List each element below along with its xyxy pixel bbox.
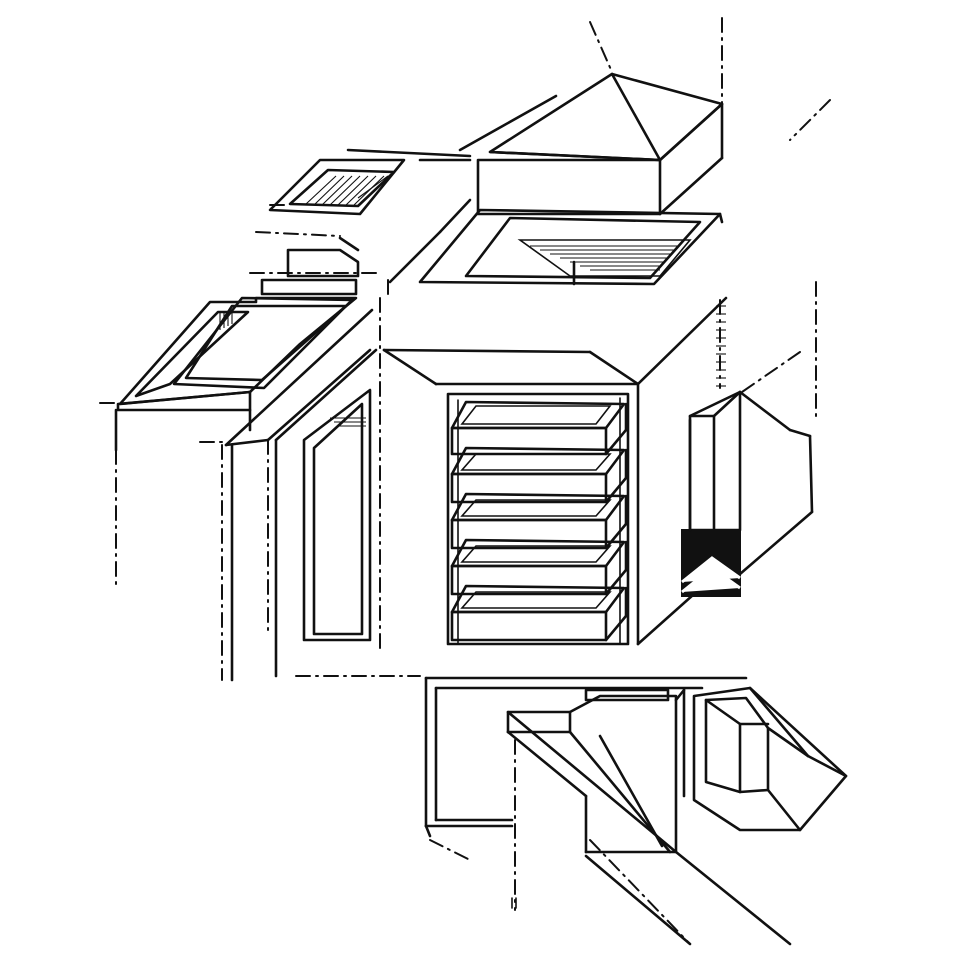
hopper-bin [692, 686, 848, 832]
pyramid-cap [476, 72, 724, 216]
drawers [450, 400, 628, 642]
hatched-grille [268, 158, 406, 216]
center-lines [99, 17, 831, 945]
chute-module [424, 676, 792, 946]
drawer [450, 492, 628, 550]
drawer [450, 446, 628, 504]
side-panel-assembly [114, 236, 378, 682]
vent-frame [388, 198, 724, 286]
drawer [450, 538, 628, 596]
drawer [450, 584, 628, 642]
bottom-marks [511, 897, 517, 909]
cap-connector-lines [346, 94, 558, 162]
tray-unit [382, 296, 732, 646]
drawer [450, 400, 628, 456]
side-bracket [681, 390, 814, 597]
